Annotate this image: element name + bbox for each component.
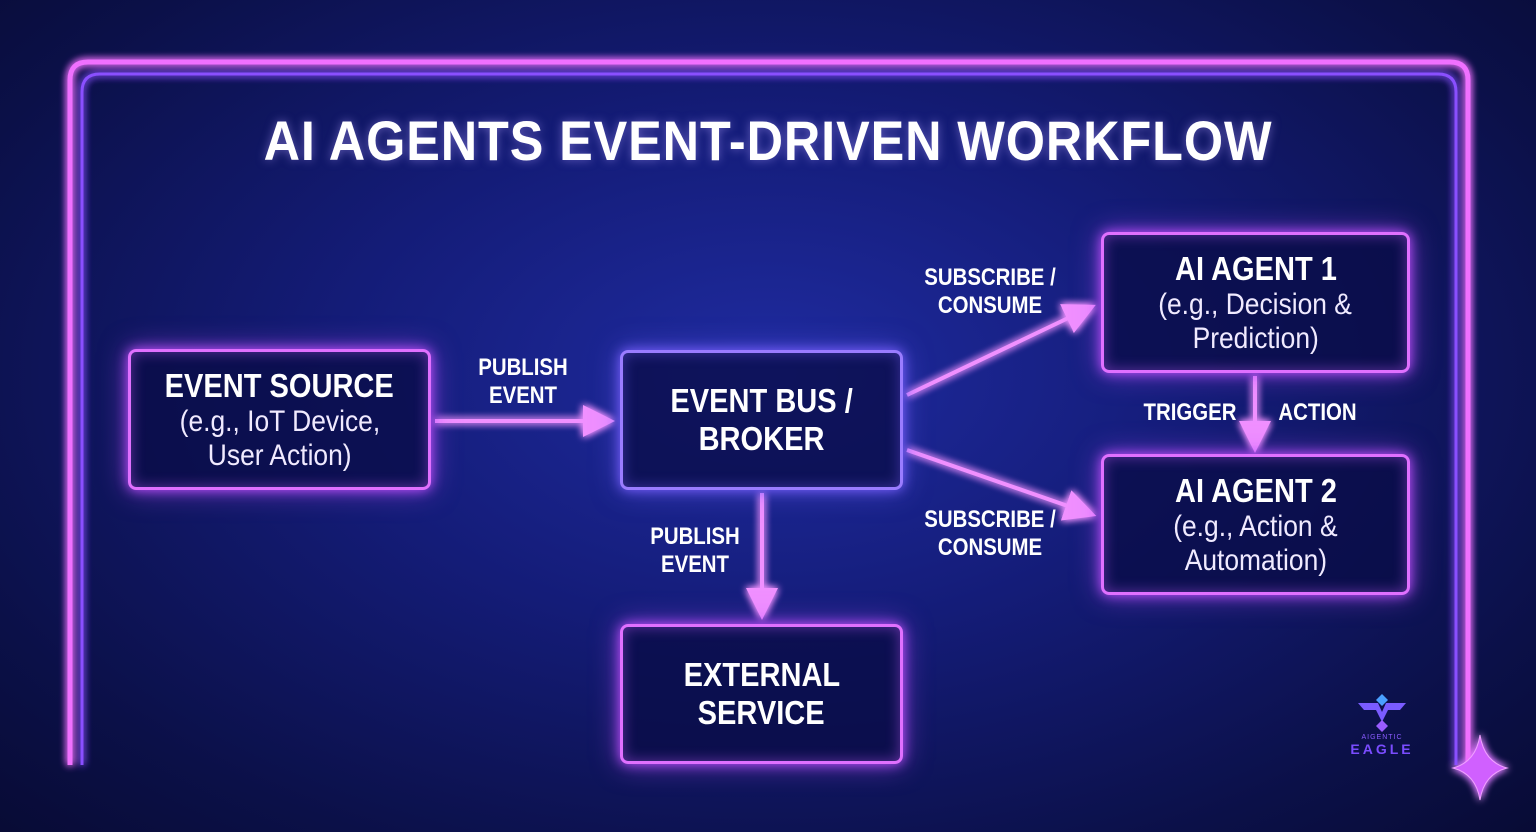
frame-inner (80, 72, 1458, 765)
node-event-source[interactable]: EVENT SOURCE (e.g., IoT Device, User Act… (128, 349, 431, 490)
node-title: AI AGENT 2 (1174, 471, 1337, 509)
node-subtitle: (e.g., Action & (1173, 509, 1338, 543)
edge-label-action: ACTION (1278, 399, 1357, 426)
arrow-bus-to-agent2 (906, 448, 1097, 521)
edge-label-subscribe-2: SUBSCRIBE / CONSUME (922, 506, 1058, 562)
edge-label-line: PUBLISH (478, 354, 568, 381)
brand-logo: AIGENTIC EAGLE (1350, 690, 1414, 757)
edge-label-subscribe-1: SUBSCRIBE / CONSUME (922, 264, 1058, 320)
frame-outer (67, 59, 1471, 765)
page-title: AI AGENTS EVENT-DRIVEN WORKFLOW (263, 109, 1273, 172)
edge-label-line: SUBSCRIBE / (924, 506, 1056, 533)
sparkle-icon (1451, 734, 1509, 801)
edge-label-line: EVENT (488, 382, 557, 409)
node-title: BROKER (698, 420, 825, 457)
node-title: AI AGENT 1 (1174, 249, 1337, 287)
logo-big-text: EAGLE (1350, 741, 1414, 757)
node-event-bus[interactable]: EVENT BUS / BROKER (620, 350, 903, 490)
node-subtitle: Prediction) (1192, 321, 1319, 355)
eagle-logo-icon (1358, 694, 1406, 732)
node-subtitle: Automation) (1184, 543, 1327, 577)
node-title: EVENT BUS / (670, 382, 853, 419)
edge-label-publish-event-2: PUBLISH EVENT (644, 523, 746, 579)
node-title: EXTERNAL (683, 656, 840, 693)
edge-label-line: SUBSCRIBE / (924, 264, 1056, 291)
node-ai-agent-2[interactable]: AI AGENT 2 (e.g., Action & Automation) (1101, 454, 1410, 595)
logo-small-text: AIGENTIC (1361, 734, 1403, 741)
edge-label-line: PUBLISH (650, 523, 740, 550)
node-title: SERVICE (698, 694, 825, 731)
edge-label-publish-event: PUBLISH EVENT (472, 354, 574, 410)
node-ai-agent-1[interactable]: AI AGENT 1 (e.g., Decision & Prediction) (1101, 232, 1410, 373)
node-external-service[interactable]: EXTERNAL SERVICE (620, 624, 903, 764)
node-subtitle: (e.g., IoT Device, (179, 404, 380, 438)
edge-label-line: CONSUME (937, 534, 1043, 561)
node-title: EVENT SOURCE (164, 366, 395, 404)
arrow-bus-to-agent1 (906, 304, 1096, 397)
node-subtitle: User Action) (207, 438, 352, 472)
edge-label-line: CONSUME (937, 292, 1043, 319)
edge-label-line: EVENT (660, 551, 729, 578)
node-subtitle: (e.g., Decision & (1158, 287, 1353, 321)
edge-label-trigger: TRIGGER (1143, 399, 1237, 426)
